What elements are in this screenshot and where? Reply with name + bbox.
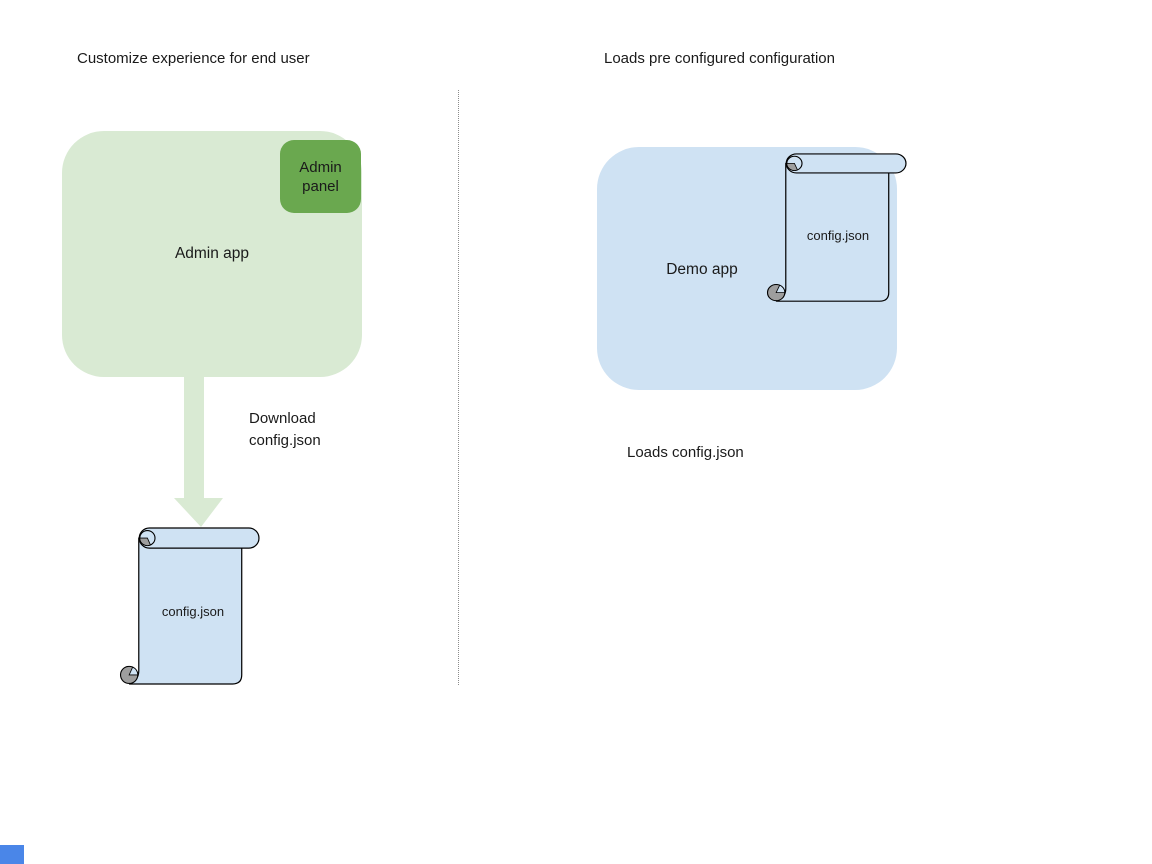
right-section-title: Loads pre configured configuration — [604, 50, 835, 67]
left-config-file-label: config.json — [161, 604, 225, 619]
left-section-title: Customize experience for end user — [77, 50, 310, 67]
download-arrow-label: Download config.json — [249, 410, 321, 449]
right-config-file-label: config.json — [806, 228, 870, 243]
download-arrow-shape — [174, 377, 223, 527]
section-divider — [458, 90, 459, 685]
admin-panel-label: Admin panel — [299, 158, 342, 195]
demo-app-label: Demo app — [666, 261, 738, 278]
download-arrow — [174, 377, 223, 527]
loads-config-caption: Loads config.json — [627, 444, 744, 461]
corner-artifact-square — [0, 845, 24, 864]
admin-app-label: Admin app — [174, 245, 250, 262]
admin-panel-box: Admin panel — [280, 140, 361, 213]
